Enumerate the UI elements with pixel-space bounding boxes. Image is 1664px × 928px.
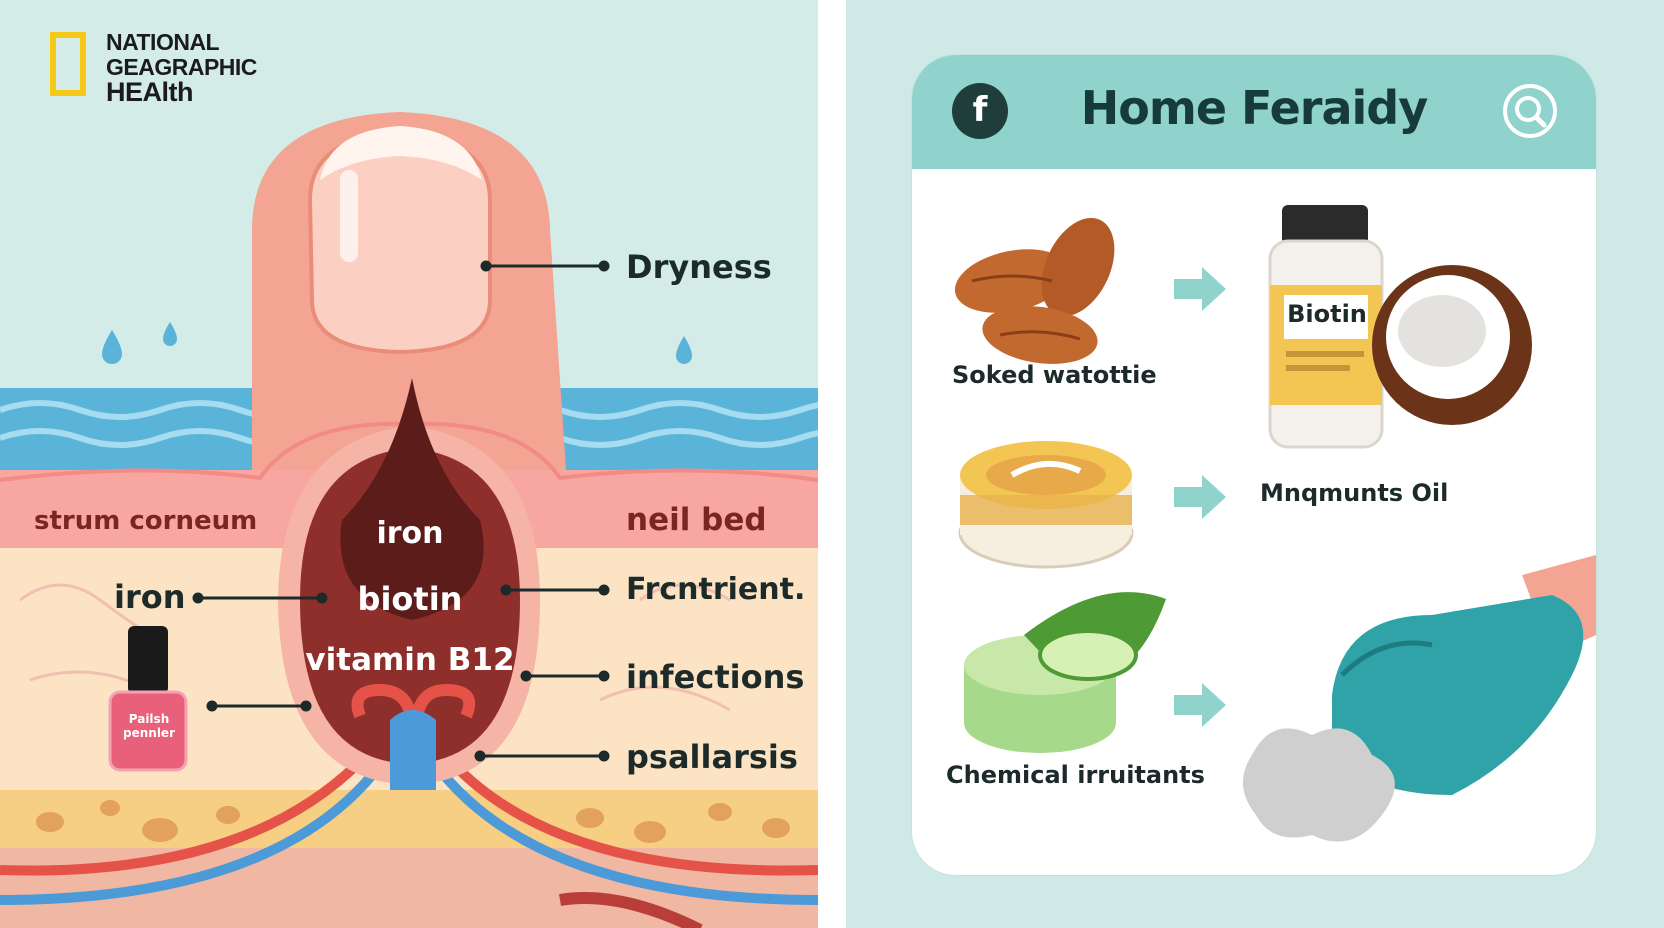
label-vitamin-center: vitamin B12 — [305, 642, 515, 678]
polish-label: Pailsh pennler — [114, 712, 184, 740]
label-nutrient: Frcntrient. — [626, 572, 806, 607]
arrow-icon — [1174, 683, 1226, 727]
logo-line-1: NATIONAL — [106, 29, 220, 55]
home-remedy-card: f Home Feraidy — [912, 55, 1596, 875]
item-almonds-label: Soked watottie — [952, 361, 1157, 389]
search-icon[interactable] — [1502, 83, 1558, 139]
panel-divider — [818, 0, 846, 928]
coconut-icon — [1372, 265, 1532, 425]
item-chemical-label: Chemical irruitants — [946, 761, 1205, 789]
ointment-jar-icon — [958, 441, 1134, 569]
nail-anatomy-illustration — [0, 112, 818, 928]
label-stratum-corneum: strum corneum — [34, 506, 258, 536]
nutrient-drop — [340, 378, 484, 620]
bolt-icon[interactable]: f — [952, 83, 1008, 139]
polish-label-line-1: Pailsh — [128, 712, 170, 726]
arrow-icon — [1174, 267, 1226, 311]
label-biotin-center: biotin — [357, 580, 463, 618]
logo-line-3: HEAlth — [106, 77, 193, 107]
water-drop-icon — [102, 330, 122, 364]
almond-icon — [954, 217, 1115, 364]
gloved-hand-icon — [1242, 555, 1596, 842]
fat-layer — [0, 790, 818, 850]
aloe-jar-icon — [964, 592, 1166, 753]
label-dryness: Dryness — [626, 248, 772, 286]
label-nail-bed: neil bed — [626, 502, 767, 538]
item-oil-label: Mnqmunts Oil — [1260, 479, 1449, 507]
water-drop-icon — [676, 336, 692, 364]
water-drop-icon — [163, 322, 177, 346]
label-iron-side: iron — [114, 578, 186, 616]
label-iron-center: iron — [376, 516, 444, 551]
remedy-illustrations — [954, 205, 1596, 842]
arrow-icon — [1174, 475, 1226, 519]
biotin-bottle-label: Biotin — [1287, 300, 1367, 328]
logo-frame-icon — [50, 32, 86, 96]
biotin-bottle-icon — [1268, 205, 1384, 449]
logo-line-2: GEAGRAPHIC — [106, 54, 257, 80]
card-header: f Home Feraidy — [912, 55, 1596, 169]
nail-anatomy-panel: NATIONAL GEAGRAPHIC HEAlth Dryness strum… — [0, 0, 818, 928]
label-psoriasis: psallarsis — [626, 738, 798, 776]
polish-label-line-2: pennler — [123, 726, 175, 740]
card-title: Home Feraidy — [1080, 81, 1428, 135]
label-infections: infections — [626, 658, 805, 696]
nail-polish-icon — [108, 626, 188, 772]
